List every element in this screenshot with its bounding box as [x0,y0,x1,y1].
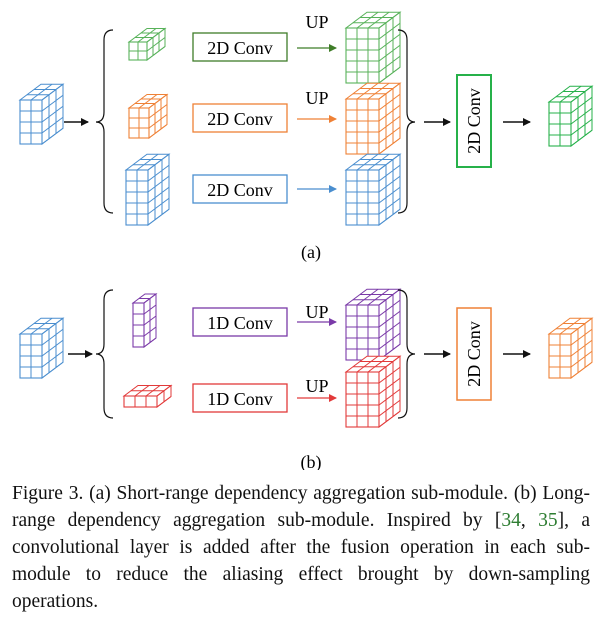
branch-a1-output-tensor [344,11,402,84]
right-brace-a [397,29,416,214]
conv-label-b2: 1D Conv [207,389,273,409]
conv-label-a3: 2D Conv [207,180,273,200]
left-brace-b [95,289,114,419]
panel-a: 2D Conv UP 2D Conv UP 2D Conv 2D Conv (a… [18,11,594,263]
branch-b1-output-tensor [344,288,402,361]
output-tensor-a [547,85,594,147]
citation-link-34[interactable]: 34 [501,510,521,531]
input-tensor-b [18,317,65,379]
up-label-b1: UP [305,302,328,322]
branch-b1-input-tensor [131,293,158,348]
conv-box-b2 [192,383,288,413]
figure-caption: Figure 3. (a) Short-range dependency agg… [12,480,590,615]
citation-link-35[interactable]: 35 [538,510,558,531]
left-brace-a [95,29,114,214]
branch-a2-input-tensor [127,93,169,139]
branch-a1-input-tensor [127,27,167,61]
branch-a2-output-tensor [344,82,402,155]
conv-label-a1: 2D Conv [207,38,273,58]
conv-box-a3 [192,174,288,204]
conv-box-b1 [192,307,288,337]
right-brace-b [397,289,416,419]
fusion-conv-label-b: 2D Conv [464,321,484,387]
output-tensor-b [547,317,594,379]
fusion-conv-box-b [456,307,492,401]
branch-b2-input-tensor [122,384,173,408]
up-label-a2: UP [305,88,328,108]
fusion-conv-label-a: 2D Conv [464,88,484,154]
panel-b-label: (b) [301,452,322,470]
branch-b2-output-tensor [344,355,402,428]
figure-diagram: 2D Conv UP 2D Conv UP 2D Conv 2D Conv (a… [18,11,594,470]
branch-a3-output-tensor [344,153,402,226]
up-label-b2: UP [305,376,328,396]
input-tensor-a [18,83,65,145]
panel-a-label: (a) [301,242,321,263]
caption-figure-label: Figure 3. [12,483,84,504]
caption-text-2: , [520,510,539,531]
caption-text-1: (a) Short-range dependency aggregation s… [12,483,590,531]
conv-box-a1 [192,32,288,62]
panel-b: 1D Conv UP 1D Conv UP 2D Conv (b) [18,288,594,470]
branch-a3-input-tensor [124,153,171,226]
caption-text-3: ], a convolutional layer is added after … [12,510,591,612]
conv-label-b1: 1D Conv [207,313,273,333]
up-label-a1: UP [305,12,328,32]
fusion-conv-box-a [456,74,492,168]
conv-label-a2: 2D Conv [207,109,273,129]
conv-box-a2 [192,103,288,133]
